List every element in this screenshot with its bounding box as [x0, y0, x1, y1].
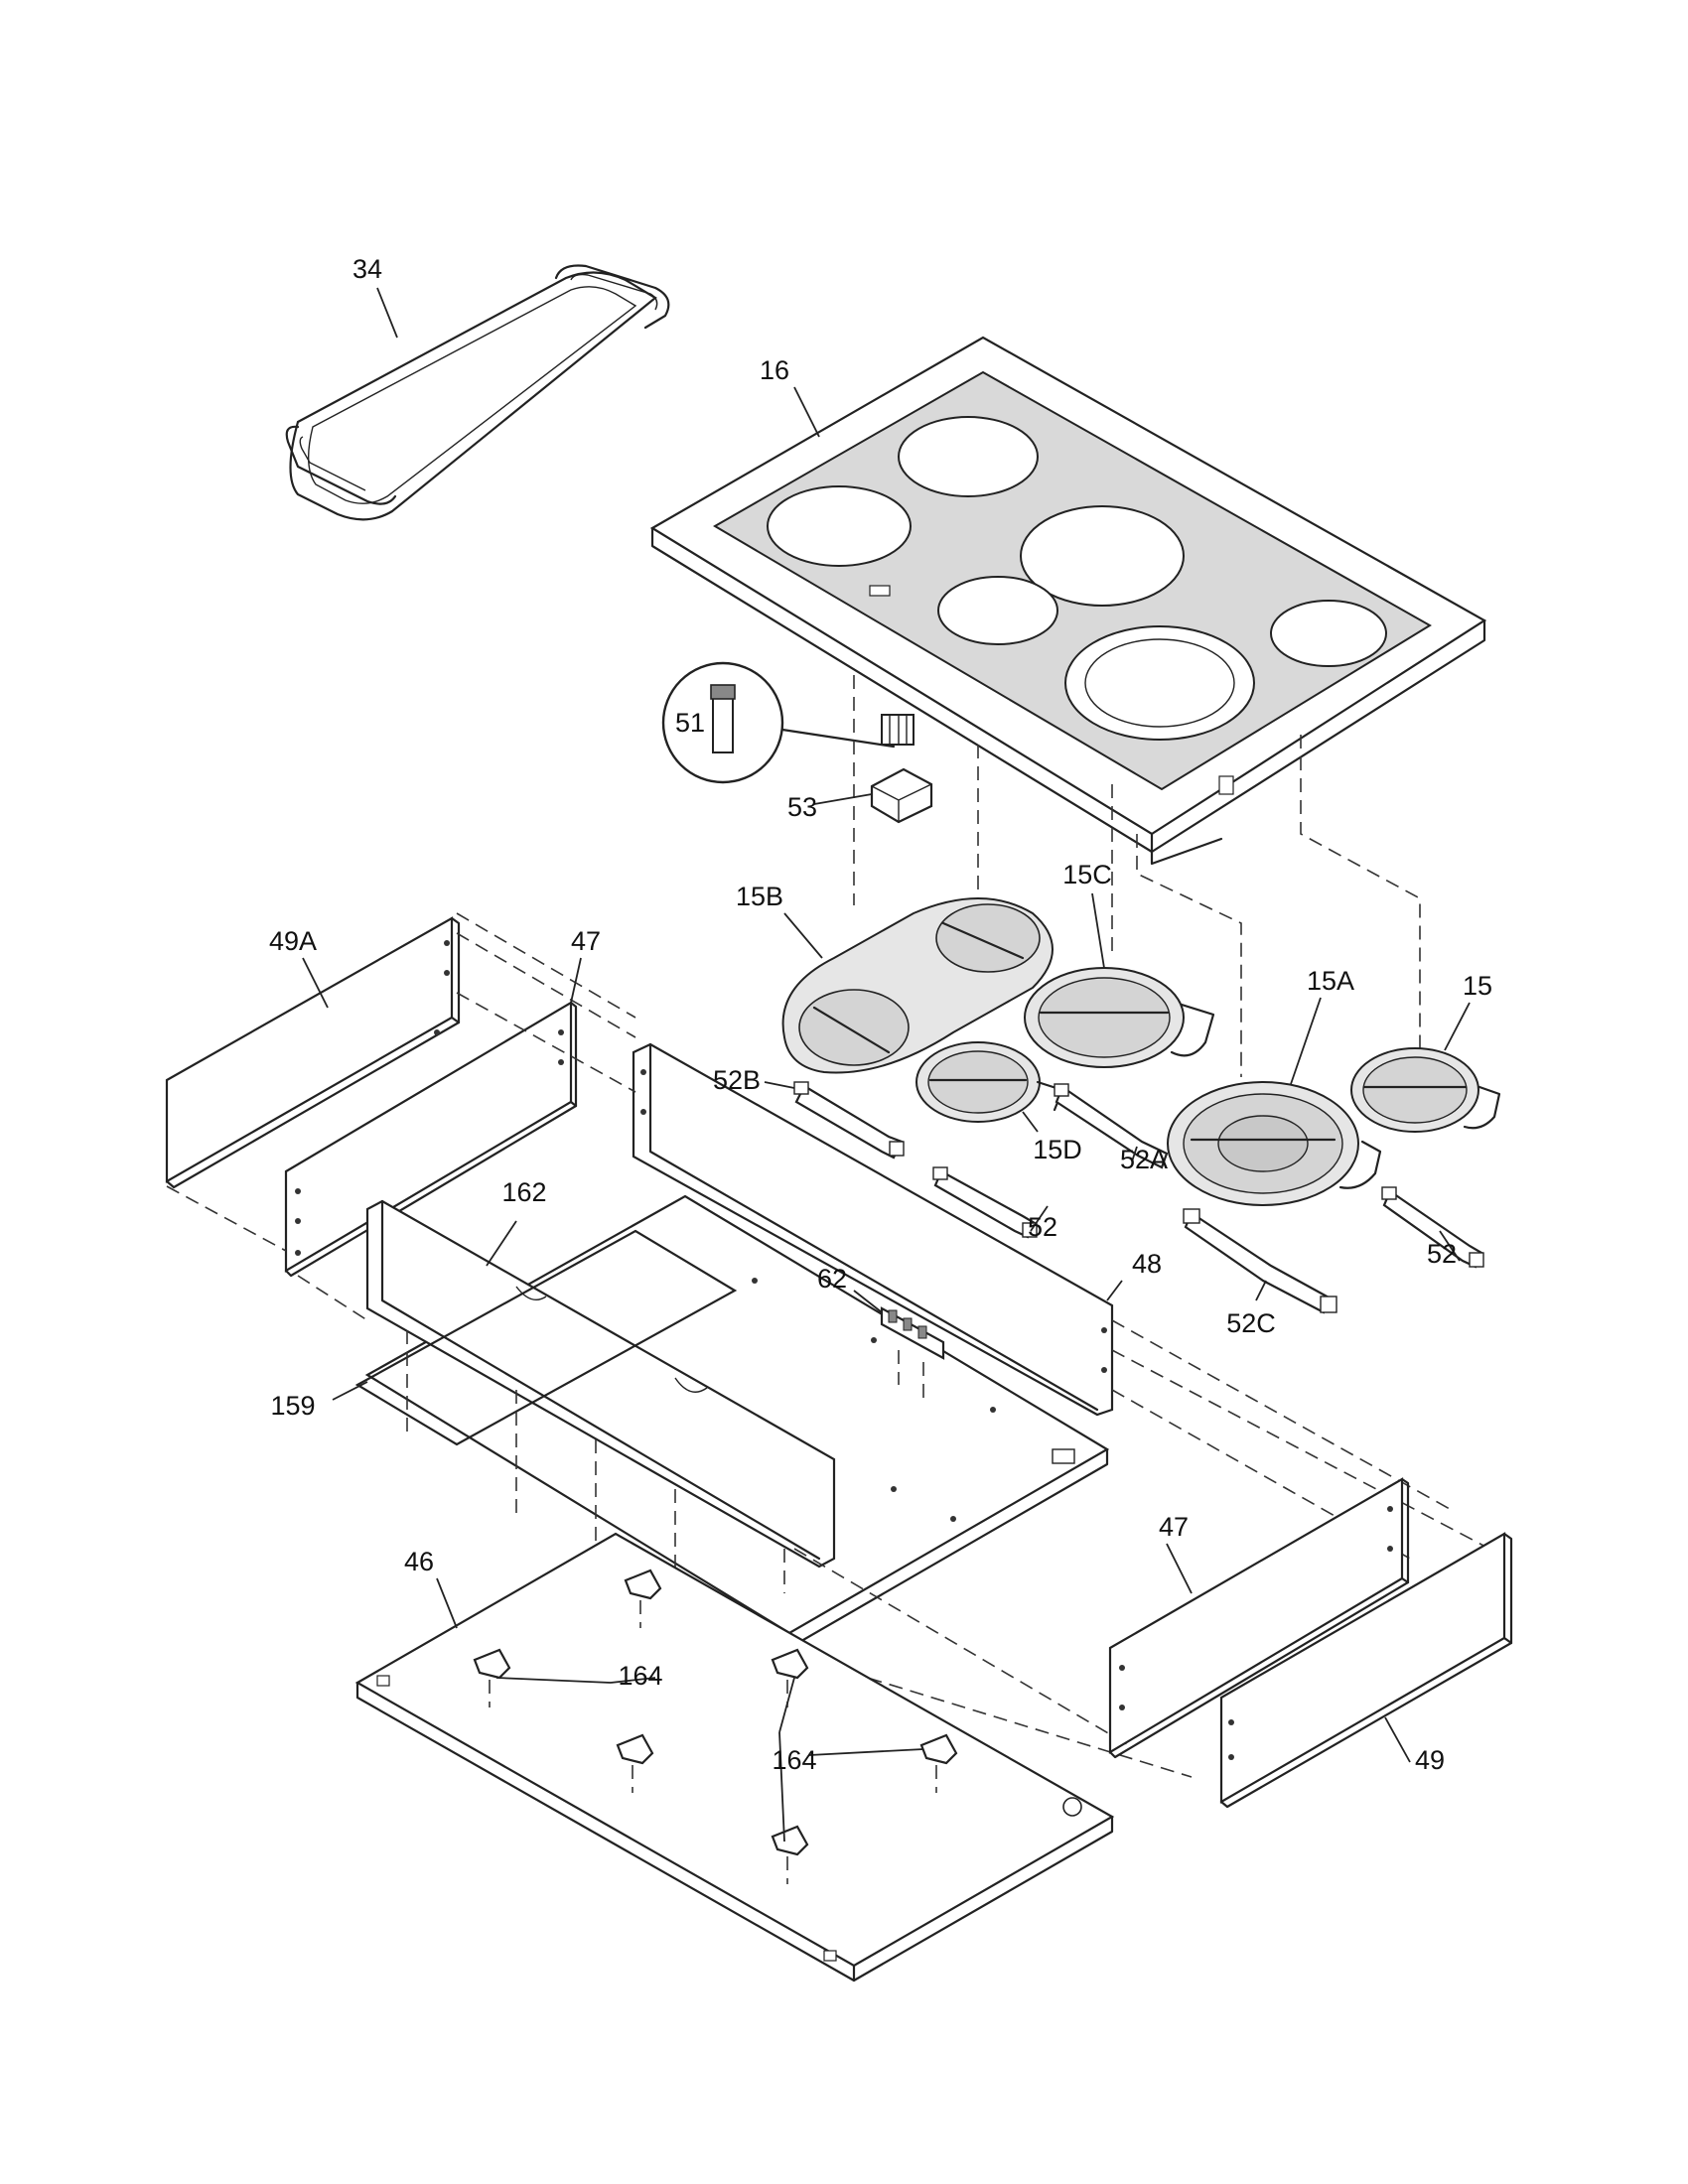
- callout-49: 49: [1415, 1745, 1445, 1775]
- bracket-part-52B: [793, 1081, 905, 1160]
- callout-164-lower: 164: [772, 1745, 816, 1775]
- callout-15C: 15C: [1062, 860, 1112, 889]
- callout-47-top: 47: [571, 926, 601, 956]
- callout-34: 34: [352, 254, 382, 284]
- rear-wall-part-48: [632, 1042, 1114, 1417]
- element-part-15B: [781, 897, 1054, 1074]
- base-plate-part-46: [354, 1532, 1115, 1982]
- callout-15: 15: [1463, 971, 1492, 1001]
- side-panel-part-49: [1219, 1532, 1513, 1809]
- callout-15B: 15B: [736, 882, 783, 911]
- callout-52A: 52A: [1120, 1145, 1168, 1174]
- bracket-part-52C: [1183, 1208, 1337, 1314]
- callout-labels: 34 16 51 53 15B 15C 15A 15 49A 47 52B 15…: [269, 254, 1492, 1775]
- front-panel-part-162: [365, 1199, 836, 1569]
- cooktop-glass-part-16: [649, 336, 1487, 866]
- element-part-15A: [1167, 1081, 1382, 1206]
- side-panel-part-49A: [165, 916, 461, 1189]
- bracket-part-52A: [1054, 1083, 1169, 1169]
- terminal-strip-part-62: [880, 1306, 945, 1398]
- leg-bracket-part-164: [473, 1569, 958, 1884]
- callout-164-upper: 164: [618, 1661, 662, 1691]
- callout-53: 53: [787, 792, 817, 822]
- leader-lines: [302, 287, 1471, 1843]
- callout-46: 46: [404, 1547, 434, 1576]
- element-part-15: [1350, 1047, 1501, 1133]
- callout-49A: 49A: [269, 926, 317, 956]
- callout-52C: 52C: [1226, 1308, 1276, 1338]
- bracket-part-52-right: [1381, 1186, 1484, 1269]
- terminal-block-part-53: [661, 661, 933, 824]
- callout-159: 159: [270, 1391, 315, 1421]
- callout-52B: 52B: [713, 1065, 761, 1095]
- callout-15A: 15A: [1307, 966, 1354, 996]
- element-part-15D: [915, 1041, 1064, 1123]
- callout-15D: 15D: [1033, 1135, 1082, 1164]
- bracket-part-52-middle: [932, 1166, 1038, 1239]
- callout-47-bottom: 47: [1159, 1512, 1189, 1542]
- callout-16: 16: [760, 355, 789, 385]
- element-part-15C: [1024, 967, 1215, 1068]
- callout-62: 62: [817, 1264, 847, 1294]
- callout-52-right: 52: [1427, 1239, 1457, 1269]
- callout-52-middle: 52: [1028, 1212, 1057, 1242]
- callout-48: 48: [1132, 1249, 1162, 1279]
- side-panel-part-47-right: [1108, 1477, 1410, 1759]
- callout-162: 162: [501, 1177, 546, 1207]
- side-panel-part-47-left: [284, 1001, 578, 1278]
- callout-51: 51: [675, 708, 705, 738]
- insulation-part-159-sheet: [354, 1229, 738, 1446]
- griddle-part-34: [285, 264, 670, 521]
